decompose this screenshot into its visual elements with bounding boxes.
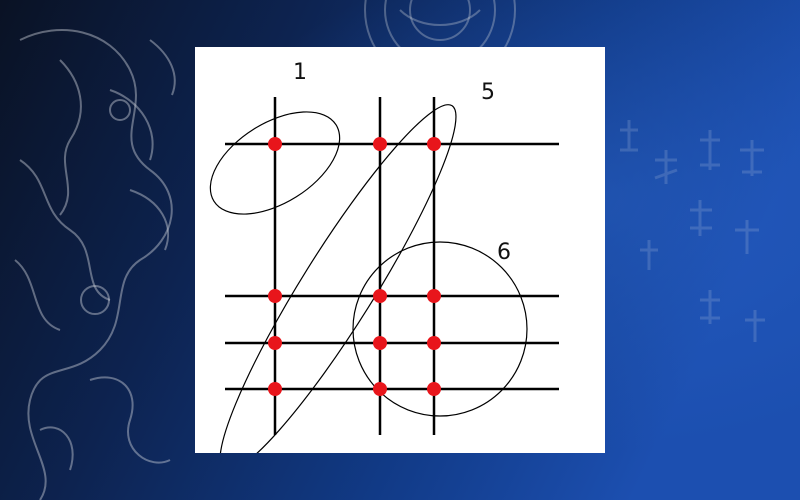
- dot: [373, 382, 387, 396]
- dot: [427, 382, 441, 396]
- vertical-lines: [273, 97, 436, 435]
- grid-diagram: 1 5 6: [209, 60, 559, 453]
- calligraphy-ornament: [620, 120, 765, 342]
- intersection-dots: [268, 137, 441, 396]
- ellipse-1: [209, 111, 341, 215]
- diagram-panel: 1 5 6: [195, 47, 605, 453]
- dot: [268, 382, 282, 396]
- dot: [373, 336, 387, 350]
- dot: [373, 137, 387, 151]
- dot: [268, 336, 282, 350]
- dragon-ornament: [14, 29, 176, 500]
- dot: [427, 137, 441, 151]
- dot: [268, 289, 282, 303]
- dot: [268, 137, 282, 151]
- label-1: 1: [293, 60, 307, 85]
- label-5: 5: [481, 80, 495, 105]
- dot: [373, 289, 387, 303]
- dot: [427, 289, 441, 303]
- ellipse-5: [219, 104, 457, 453]
- dot: [427, 336, 441, 350]
- label-6: 6: [497, 240, 511, 265]
- circle-6: [352, 241, 528, 417]
